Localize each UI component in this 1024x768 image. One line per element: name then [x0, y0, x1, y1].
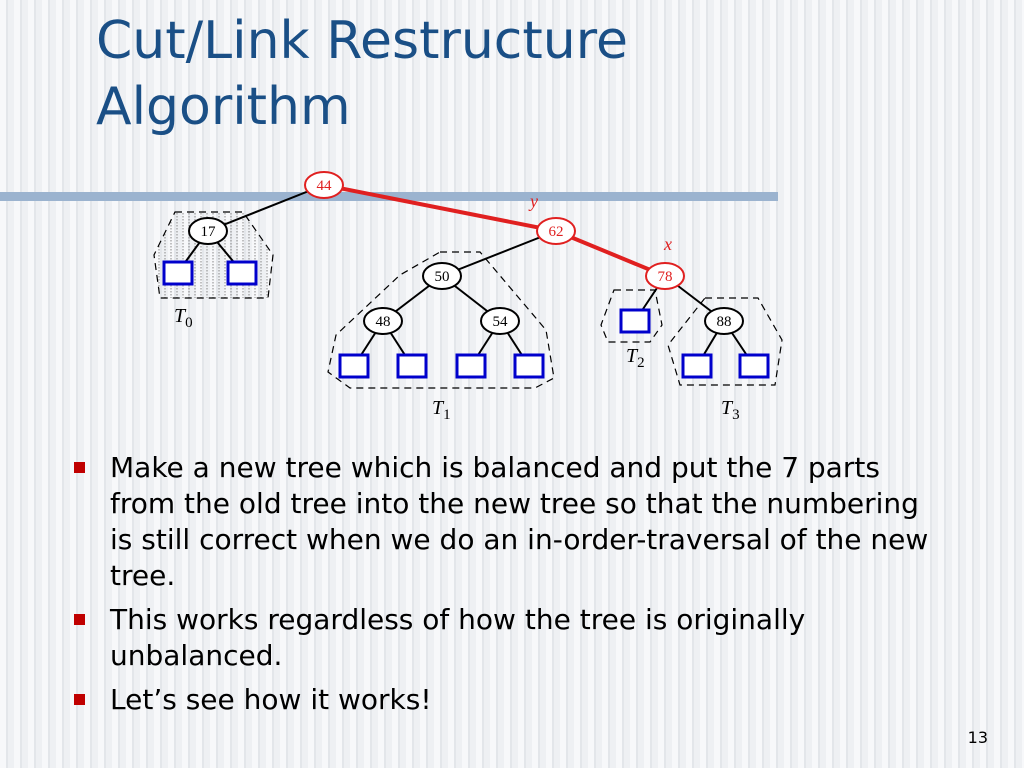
node-50: 50 — [422, 262, 462, 290]
node-78-label: 78 — [658, 269, 673, 285]
subtree-t1-outline — [327, 251, 555, 389]
bullet-item: Make a new tree which is balanced and pu… — [70, 450, 950, 594]
node-54: 54 — [480, 307, 520, 335]
bullet-square-icon — [74, 694, 85, 705]
node-48-label: 48 — [376, 314, 391, 330]
subtree-t3-letter: T — [721, 397, 734, 419]
node-62-label: 62 — [549, 224, 564, 240]
bullet-text: Make a new tree which is balanced and pu… — [110, 451, 929, 592]
subtree-t1-letter: T — [432, 397, 445, 419]
node-50-label: 50 — [435, 269, 450, 285]
node-88: 88 — [704, 307, 744, 335]
bullet-square-icon — [74, 614, 85, 625]
node-44: 44 — [304, 171, 344, 199]
node-17: 17 — [188, 217, 228, 245]
bullet-text: This works regardless of how the tree is… — [110, 603, 806, 672]
subtree-t1-sub: 1 — [443, 407, 451, 423]
title-line-2: Algorithm — [96, 77, 351, 137]
edge-62-50 — [441, 230, 557, 277]
subtree-t0-sub: 0 — [185, 315, 193, 331]
node-17-label: 17 — [201, 224, 217, 240]
leaf-t0-b — [226, 260, 258, 286]
node-54-label: 54 — [493, 314, 509, 330]
edge-44-62-highlight — [323, 183, 557, 233]
leaf-t0-a — [162, 260, 194, 286]
subtree-t3-label: T3 — [721, 397, 740, 423]
leaf-t2 — [619, 308, 651, 334]
leaf-t1-a — [338, 353, 370, 379]
leaf-t1-d — [513, 353, 545, 379]
leaf-t3-a — [681, 353, 713, 379]
bullet-item: This works regardless of how the tree is… — [70, 602, 950, 674]
pointer-x-label: x — [663, 234, 672, 254]
edge-62-78-highlight — [555, 229, 666, 278]
node-88-label: 88 — [717, 314, 732, 330]
slide-title: Cut/Link Restructure Algorithm — [96, 8, 628, 140]
tree-diagram: 44 17 62 50 78 48 54 88 — [153, 171, 783, 423]
subtree-t0-label: T0 — [174, 305, 193, 331]
node-44-label: 44 — [317, 178, 333, 194]
node-62: 62 — [536, 217, 576, 245]
subtree-t3-sub: 3 — [732, 407, 740, 423]
subtree-t2-letter: T — [626, 345, 639, 367]
leaf-t1-c — [455, 353, 487, 379]
bullet-item: Let’s see how it works! — [70, 682, 950, 718]
bullet-square-icon — [74, 462, 85, 473]
bullet-text: Let’s see how it works! — [110, 683, 432, 716]
subtree-t2-label: T2 — [626, 345, 645, 371]
page-number: 13 — [967, 728, 988, 747]
subtree-t1-label: T1 — [432, 397, 451, 423]
subtree-t2-sub: 2 — [637, 355, 645, 371]
bullet-list: Make a new tree which is balanced and pu… — [70, 450, 950, 726]
pointer-y-label: y — [528, 191, 538, 211]
edge-44-17 — [207, 184, 325, 232]
node-48: 48 — [363, 307, 403, 335]
node-78: 78 — [645, 262, 685, 290]
leaf-t1-b — [396, 353, 428, 379]
title-line-1: Cut/Link Restructure — [96, 11, 628, 71]
leaf-t3-b — [738, 353, 770, 379]
subtree-t0-letter: T — [174, 305, 187, 327]
subtree-t3-outline — [667, 297, 783, 386]
